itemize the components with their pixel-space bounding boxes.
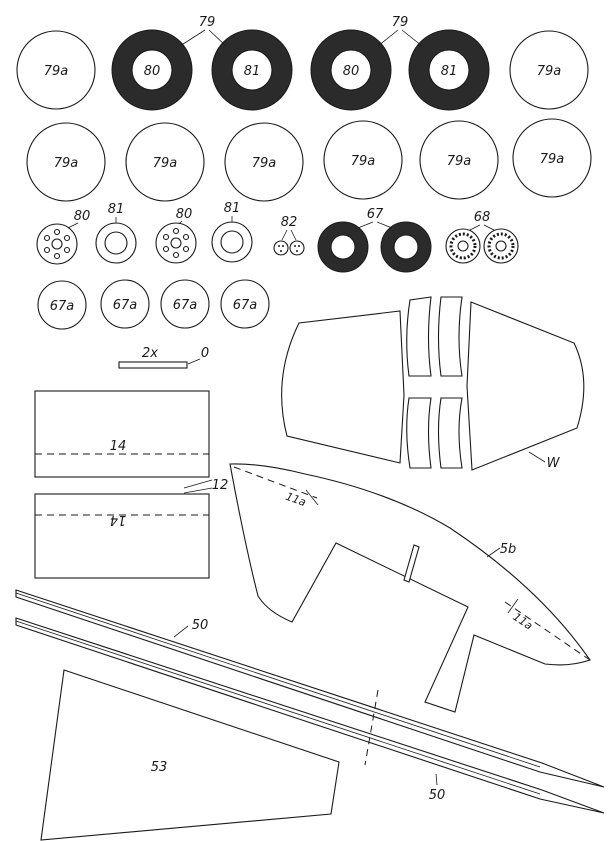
svg-text:68: 68 bbox=[474, 210, 491, 225]
part-80-hub: 80 bbox=[155, 207, 197, 264]
svg-text:67a: 67a bbox=[50, 299, 75, 314]
part-79a-disc: 79a bbox=[509, 30, 589, 110]
svg-text:79a: 79a bbox=[44, 64, 69, 79]
svg-text:67a: 67a bbox=[233, 298, 258, 313]
svg-text:80: 80 bbox=[144, 64, 161, 79]
part-79a-disc: 79a bbox=[224, 122, 304, 202]
svg-text:50: 50 bbox=[429, 788, 446, 803]
svg-text:W: W bbox=[547, 456, 561, 471]
svg-text:80: 80 bbox=[176, 207, 193, 222]
part-82-small-discs: 82 bbox=[273, 215, 305, 256]
part-w-wing: W bbox=[281, 296, 585, 471]
part-12-label: 12 bbox=[183, 478, 229, 494]
part-67a-disc: 67a bbox=[100, 279, 150, 329]
part-80-tyre: 80 bbox=[310, 29, 392, 111]
svg-text:79a: 79a bbox=[54, 156, 79, 171]
part-0-strip: 2x 0 bbox=[118, 346, 209, 369]
part-81-tyre: 81 bbox=[211, 29, 293, 111]
svg-text:2x: 2x bbox=[142, 346, 158, 361]
svg-text:79a: 79a bbox=[153, 156, 178, 171]
part-5b-fuselage: 11a 11a 5b bbox=[229, 463, 591, 713]
part-50-stick-upper: 50 bbox=[15, 589, 605, 788]
svg-text:14: 14 bbox=[110, 439, 127, 454]
part-68-small-hubs: 68 bbox=[445, 210, 519, 264]
svg-text:79a: 79a bbox=[537, 64, 562, 79]
svg-text:80: 80 bbox=[343, 64, 360, 79]
svg-text:53: 53 bbox=[151, 760, 168, 775]
svg-text:79a: 79a bbox=[540, 152, 565, 167]
svg-text:81: 81 bbox=[224, 201, 241, 216]
part-67a-disc: 67a bbox=[37, 280, 87, 330]
svg-text:80: 80 bbox=[74, 209, 91, 224]
part-81-tyre: 81 bbox=[408, 29, 490, 111]
part-79-label-right: 79 bbox=[377, 15, 423, 47]
part-79a-disc: 79a bbox=[512, 118, 592, 198]
part-79-label-left: 79 bbox=[179, 15, 227, 47]
svg-text:81: 81 bbox=[244, 64, 261, 79]
svg-text:79a: 79a bbox=[447, 154, 472, 169]
part-67-small-tyres: 67 bbox=[317, 207, 432, 273]
svg-text:67a: 67a bbox=[173, 298, 198, 313]
part-79a-disc: 79a bbox=[125, 122, 205, 202]
part-67a-disc: 67a bbox=[160, 279, 210, 329]
part-80-hub: 80 bbox=[36, 209, 91, 265]
part-81-hub: 81 bbox=[95, 202, 137, 264]
part-67a-disc: 67a bbox=[220, 279, 270, 329]
svg-text:5b: 5b bbox=[500, 542, 517, 557]
svg-text:79: 79 bbox=[199, 15, 216, 30]
part-79a-disc: 79a bbox=[419, 120, 499, 200]
svg-text:79a: 79a bbox=[351, 154, 376, 169]
svg-text:67: 67 bbox=[367, 207, 384, 222]
part-53-fin: 53 bbox=[40, 669, 340, 841]
svg-text:14: 14 bbox=[110, 512, 127, 527]
svg-text:82: 82 bbox=[281, 215, 298, 230]
svg-text:50: 50 bbox=[192, 618, 209, 633]
svg-text:12: 12 bbox=[212, 478, 229, 493]
svg-text:79a: 79a bbox=[252, 156, 277, 171]
svg-text:81: 81 bbox=[108, 202, 125, 217]
part-79a-disc: 79a bbox=[16, 30, 96, 110]
part-14-panel-bottom: 14 bbox=[34, 493, 210, 579]
part-79a-disc: 79a bbox=[26, 122, 106, 202]
part-14-panel-top: 14 bbox=[34, 390, 210, 478]
part-79a-disc: 79a bbox=[323, 120, 403, 200]
cut-line bbox=[364, 689, 379, 766]
svg-text:79: 79 bbox=[392, 15, 409, 30]
part-80-tyre: 80 bbox=[111, 29, 193, 111]
svg-text:0: 0 bbox=[201, 346, 209, 361]
part-50-stick-lower: 50 bbox=[15, 617, 605, 814]
svg-text:81: 81 bbox=[441, 64, 458, 79]
part-81-hub: 81 bbox=[211, 201, 253, 263]
svg-text:67a: 67a bbox=[113, 298, 138, 313]
